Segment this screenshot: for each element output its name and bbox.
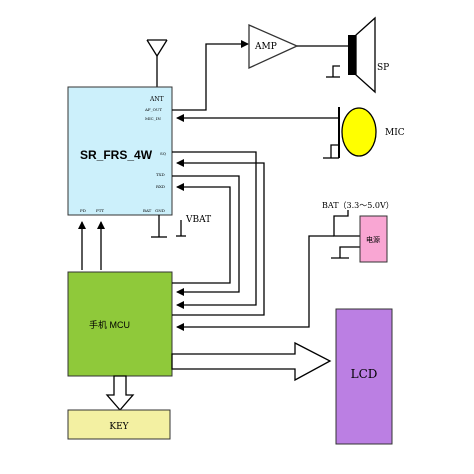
pin-mic-in: MIC_IN [145, 116, 161, 121]
lcd-label: LCD [351, 367, 378, 381]
module-power-wiring [151, 215, 186, 238]
module-name: SR_FRS_4W [80, 148, 153, 162]
pin-txd: TXD [156, 172, 165, 177]
key-box [67, 409, 171, 440]
rf-module-box [67, 86, 173, 216]
signal-wiring [172, 151, 265, 316]
pin-pd: PD [80, 208, 86, 213]
pin-af-out: AF_OUT [144, 107, 162, 112]
mcu-key-arrow [105, 375, 135, 411]
amp-label: AMP [254, 42, 277, 52]
battery-box [359, 215, 388, 263]
battery-label: BAT（3.3～5.0V） [322, 201, 394, 210]
mic-icon [323, 107, 377, 159]
pin-bat: BAT [143, 208, 152, 213]
amp-speaker-wiring [297, 45, 348, 78]
key-label: KEY [109, 422, 129, 432]
pin-ptt: PTT [96, 208, 104, 213]
amp-triangle [248, 24, 299, 70]
mic-label: MIC [385, 128, 405, 138]
pd-ptt-wiring [78, 221, 105, 270]
speaker-icon [348, 16, 376, 94]
battery-to-mcu-wire [176, 235, 334, 331]
mcu-box [67, 271, 173, 377]
vbat-label: VBAT [185, 215, 211, 225]
pin-ant: ANT [149, 96, 164, 103]
battery-wiring [331, 210, 360, 259]
pin-rxd: RXD [156, 184, 165, 189]
speaker-label: SP [377, 63, 389, 73]
lcd-box [335, 308, 393, 445]
pin-sq: SQ [160, 151, 167, 156]
battery-inner-label: 电源 [366, 235, 380, 244]
af-out-wire [172, 40, 249, 111]
antenna-icon [146, 39, 168, 87]
mcu-label: 手机 MCU [89, 319, 130, 330]
pin-gnd: GND [155, 208, 165, 213]
mcu-lcd-arrow [171, 341, 332, 382]
